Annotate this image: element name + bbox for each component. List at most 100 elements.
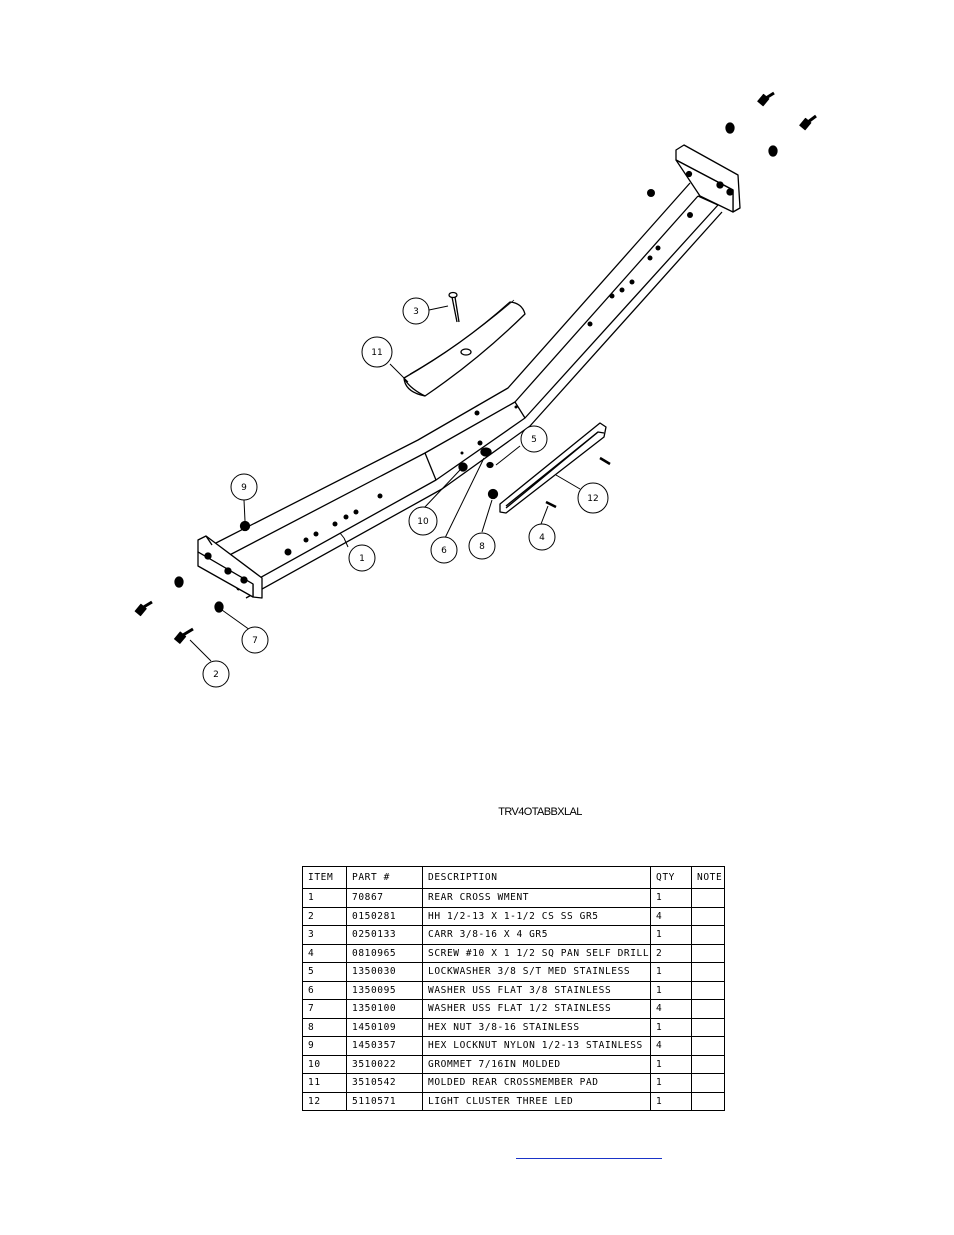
callout-10: 10 <box>408 506 438 536</box>
svg-text:9: 9 <box>241 483 247 493</box>
svg-text:6: 6 <box>441 546 447 556</box>
cell-part: 0810965 <box>346 943 423 963</box>
cell-qty: 1 <box>650 1017 692 1037</box>
cell-description: WASHER USS FLAT 3/8 STAINLESS <box>422 980 651 1000</box>
svg-text:12: 12 <box>587 494 598 504</box>
cell-item: 11 <box>302 1073 347 1093</box>
svg-text:4: 4 <box>539 533 545 543</box>
cell-item: 12 <box>302 1091 347 1111</box>
svg-text:10: 10 <box>417 517 429 527</box>
cell-part: 0250133 <box>346 925 423 945</box>
molded-rear-crossmember-pad <box>403 299 526 397</box>
cell-note <box>691 980 725 1000</box>
cell-item: 6 <box>302 980 347 1000</box>
cell-part: 70867 <box>346 888 423 908</box>
callout-2: 2 <box>202 660 230 688</box>
cell-qty: 1 <box>650 980 692 1000</box>
cell-qty: 4 <box>650 1036 692 1056</box>
cell-part: 1350100 <box>346 999 423 1019</box>
cell-description: LIGHT CLUSTER THREE LED <box>422 1091 651 1111</box>
cell-note <box>691 962 725 982</box>
cell-qty: 1 <box>650 1091 692 1111</box>
crossmember <box>211 182 723 599</box>
footer-link[interactable] <box>516 1158 662 1159</box>
cell-item: 4 <box>302 943 347 963</box>
cell-item: 1 <box>302 888 347 908</box>
cell-item: 3 <box>302 925 347 945</box>
cell-description: GROMMET 7/16IN MOLDED <box>422 1054 651 1074</box>
svg-text:7: 7 <box>252 636 258 646</box>
right-end-bracket <box>675 144 741 213</box>
crossmember-holes <box>284 189 693 556</box>
cell-description: SCREW #10 X 1 1/2 SQ PAN SELF DRILL <box>422 943 651 963</box>
cell-note <box>691 1017 725 1037</box>
cell-part: 1450357 <box>346 1036 423 1056</box>
cell-item: 2 <box>302 906 347 926</box>
callout-9: 9 <box>230 473 258 501</box>
cell-note <box>691 999 725 1019</box>
cell-note <box>691 1073 725 1093</box>
light-cluster <box>499 422 607 514</box>
cell-item: 8 <box>302 1017 347 1037</box>
cell-item: 10 <box>302 1054 347 1074</box>
exploded-view-drawing: 1 2 3 4 5 6 7 8 9 10 11 12 <box>134 91 817 688</box>
cell-note <box>691 1054 725 1074</box>
cell-note <box>691 1036 725 1056</box>
cell-qty: 2 <box>650 943 692 963</box>
cell-qty: 1 <box>650 1054 692 1074</box>
model-code: TRV4OTABBXLAL <box>498 806 582 818</box>
cell-item: 9 <box>302 1036 347 1056</box>
cell-part: 1450109 <box>346 1017 423 1037</box>
cell-part: 3510022 <box>346 1054 423 1074</box>
cell-qty: 1 <box>650 962 692 982</box>
svg-text:5: 5 <box>531 435 537 445</box>
svg-text:3: 3 <box>413 307 419 317</box>
cell-note <box>691 943 725 963</box>
cell-description: HEX NUT 3/8-16 STAINLESS <box>422 1017 651 1037</box>
svg-text:1: 1 <box>359 554 365 564</box>
cell-item: 7 <box>302 999 347 1019</box>
callout-1: 1 <box>348 544 376 572</box>
callout-11: 11 <box>361 336 393 368</box>
cell-part: 5110571 <box>346 1091 423 1111</box>
cell-note <box>691 888 725 908</box>
svg-text:8: 8 <box>479 542 485 552</box>
cell-qty: 4 <box>650 999 692 1019</box>
hardware <box>134 91 817 644</box>
cell-description: MOLDED REAR CROSSMEMBER PAD <box>422 1073 651 1093</box>
callout-12: 12 <box>577 482 609 514</box>
callout-8: 8 <box>468 532 496 560</box>
cell-qty: 1 <box>650 925 692 945</box>
callout-3: 3 <box>402 297 430 325</box>
cell-description: WASHER USS FLAT 1/2 STAINLESS <box>422 999 651 1019</box>
cell-qty: 4 <box>650 906 692 926</box>
carriage-bolt <box>448 291 460 323</box>
cell-note <box>691 925 725 945</box>
cell-description: LOCKWASHER 3/8 S/T MED STAINLESS <box>422 962 651 982</box>
cell-part: 0150281 <box>346 906 423 926</box>
header-description: DESCRIPTION <box>422 866 651 889</box>
cell-description: REAR CROSS WMENT <box>422 888 651 908</box>
leader-lines <box>189 305 581 662</box>
svg-text:2: 2 <box>213 670 219 680</box>
callout-balloons: 1 2 3 4 5 6 7 8 9 10 11 12 <box>202 297 609 688</box>
cell-description: HEX LOCKNUT NYLON 1/2-13 STAINLESS <box>422 1036 651 1056</box>
cell-description: CARR 3/8-16 X 4 GR5 <box>422 925 651 945</box>
cell-part: 3510542 <box>346 1073 423 1093</box>
cell-note <box>691 1091 725 1111</box>
callout-4: 4 <box>528 523 556 551</box>
cell-qty: 1 <box>650 888 692 908</box>
header-item: ITEM <box>302 866 347 889</box>
